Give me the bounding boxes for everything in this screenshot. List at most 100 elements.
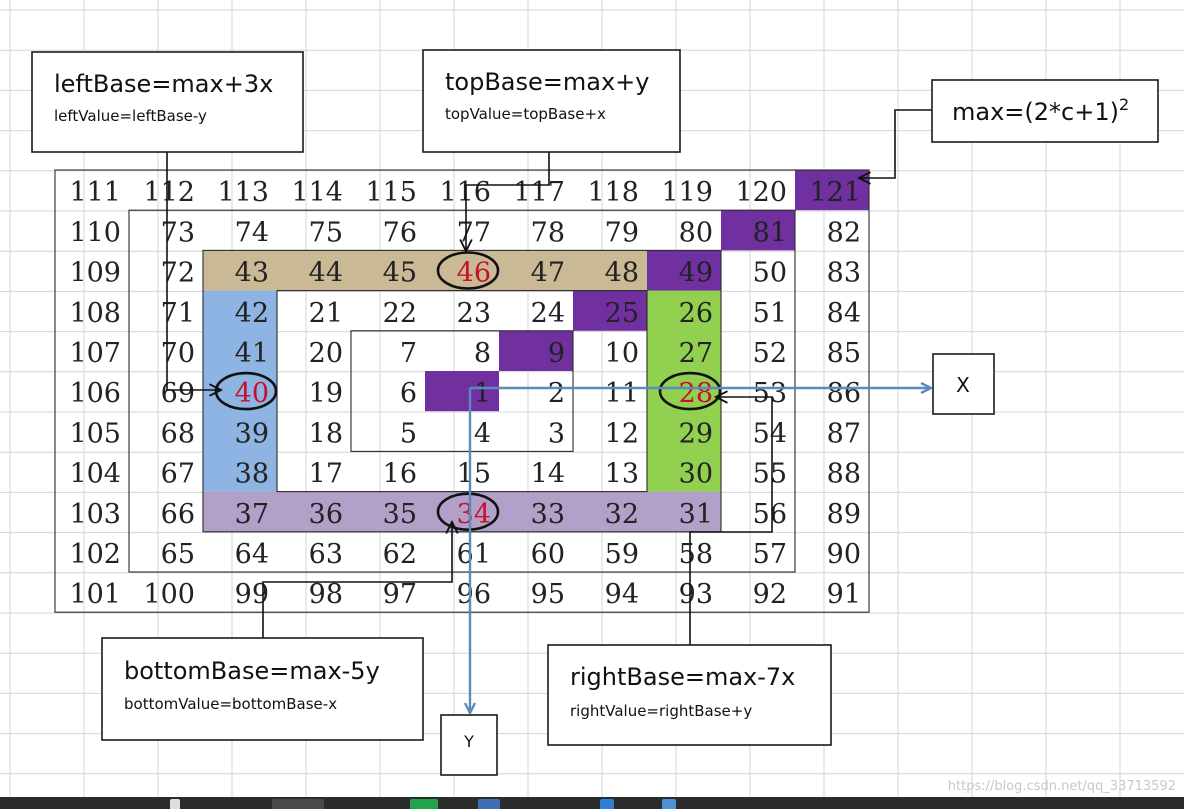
top-formula-box: topBase=max+y topValue=topBase+x — [422, 49, 681, 153]
grid-cell-34: 34 — [457, 499, 491, 530]
taskbar-app-icon[interactable] — [478, 799, 500, 809]
grid-cell-60: 60 — [531, 539, 565, 570]
grid-cell-14: 14 — [531, 459, 565, 490]
grid-cell-88: 88 — [827, 459, 861, 490]
taskbar-app-icon[interactable] — [170, 799, 180, 809]
grid-cell-70: 70 — [161, 338, 195, 369]
grid-cell-86: 86 — [827, 378, 861, 409]
grid-cell-69: 69 — [161, 378, 195, 409]
grid-cell-51: 51 — [753, 298, 787, 329]
grid-cell-11: 11 — [605, 378, 639, 409]
coordinate-axes — [470, 388, 930, 712]
grid-cell-56: 56 — [753, 499, 787, 530]
grid-cell-65: 65 — [161, 539, 195, 570]
grid-cell-75: 75 — [309, 217, 343, 248]
top-formula-sub: topValue=topBase+x — [445, 105, 606, 123]
ring-border — [54, 169, 870, 613]
grid-cell-3: 3 — [548, 418, 565, 449]
grid-cell-28: 28 — [679, 378, 713, 409]
taskbar-app-icon[interactable] — [272, 799, 324, 809]
grid-cell-118: 118 — [587, 177, 639, 208]
grid-cell-68: 68 — [161, 418, 195, 449]
grid-cell-106: 106 — [69, 378, 121, 409]
grid-cell-113: 113 — [217, 177, 269, 208]
right-formula-box: rightBase=max-7x rightValue=rightBase+y — [547, 644, 832, 746]
grid-cell-44: 44 — [309, 258, 343, 289]
grid-cell-17: 17 — [309, 459, 343, 490]
bottom-band — [203, 491, 721, 532]
grid-cell-76: 76 — [383, 217, 417, 248]
taskbar-app-icon[interactable] — [662, 799, 676, 809]
grid-cell-32: 32 — [605, 499, 639, 530]
grid-cell-26: 26 — [679, 298, 713, 329]
grid-cell-58: 58 — [679, 539, 713, 570]
grid-cell-61: 61 — [457, 539, 491, 570]
grid-cell-100: 100 — [143, 579, 195, 610]
grid-cell-97: 97 — [383, 579, 417, 610]
grid-cell-114: 114 — [291, 177, 343, 208]
grid-cell-1: 1 — [474, 378, 491, 409]
taskbar-app-icon[interactable] — [410, 799, 438, 809]
grid-cell-48: 48 — [605, 258, 639, 289]
grid-cell-5: 5 — [400, 418, 417, 449]
grid-cell-117: 117 — [513, 177, 565, 208]
y-axis-label: Y — [463, 732, 474, 751]
grid-cell-6: 6 — [400, 378, 417, 409]
grid-cell-93: 93 — [679, 579, 713, 610]
grid-cell-101: 101 — [69, 579, 121, 610]
grid-cell-64: 64 — [235, 539, 269, 570]
grid-cell-18: 18 — [309, 418, 343, 449]
grid-cell-41: 41 — [235, 338, 269, 369]
bottom-connector — [262, 523, 452, 638]
left-formula-sub: leftValue=leftBase-y — [54, 107, 207, 125]
diagonal-cell — [721, 210, 795, 251]
diagonal-cell — [647, 250, 721, 291]
grid-cell-54: 54 — [753, 418, 787, 449]
circle-around-46 — [436, 251, 500, 290]
formula-connectors — [166, 109, 932, 645]
ring-border — [350, 330, 574, 452]
grid-cell-9: 9 — [548, 338, 565, 369]
grid-cell-10: 10 — [605, 338, 639, 369]
grid-cell-62: 62 — [383, 539, 417, 570]
grid-cell-42: 42 — [235, 298, 269, 329]
grid-cell-84: 84 — [827, 298, 861, 329]
grid-cell-83: 83 — [827, 258, 861, 289]
grid-cell-77: 77 — [457, 217, 491, 248]
grid-cell-109: 109 — [69, 258, 121, 289]
bottom-formula-sub: bottomValue=bottomBase-x — [124, 695, 337, 713]
x-axis-label-box: X — [932, 353, 995, 415]
grid-cell-8: 8 — [474, 338, 491, 369]
grid-cell-23: 23 — [457, 298, 491, 329]
grid-cell-73: 73 — [161, 217, 195, 248]
grid-cell-22: 22 — [383, 298, 417, 329]
top-formula-main: topBase=max+y — [445, 68, 649, 96]
y-axis-label-box: Y — [440, 714, 498, 776]
grid-cell-111: 111 — [69, 177, 121, 208]
right-connector — [689, 397, 773, 645]
grid-cell-89: 89 — [827, 499, 861, 530]
max-formula-box: max=(2*c+1)2 — [931, 79, 1159, 143]
grid-cell-66: 66 — [161, 499, 195, 530]
right-formula-sub: rightValue=rightBase+y — [570, 702, 752, 720]
watermark: https://blog.csdn.net/qq_33713592 — [948, 779, 1176, 794]
grid-cell-30: 30 — [679, 459, 713, 490]
grid-cell-24: 24 — [531, 298, 565, 329]
left-connector — [166, 152, 220, 390]
grid-cell-108: 108 — [69, 298, 121, 329]
grid-cell-87: 87 — [827, 418, 861, 449]
grid-cell-2: 2 — [548, 378, 565, 409]
grid-cell-29: 29 — [679, 418, 713, 449]
grid-cell-27: 27 — [679, 338, 713, 369]
grid-cell-31: 31 — [679, 499, 713, 530]
grid-cell-115: 115 — [365, 177, 417, 208]
top-connector — [466, 152, 550, 250]
taskbar — [0, 797, 1184, 809]
grid-cell-15: 15 — [457, 459, 491, 490]
grid-cell-4: 4 — [474, 418, 491, 449]
max-formula: max=(2*c+1)2 — [952, 95, 1129, 126]
grid-cell-25: 25 — [605, 298, 639, 329]
taskbar-app-icon[interactable] — [600, 799, 614, 809]
circle-around-34 — [436, 492, 500, 532]
